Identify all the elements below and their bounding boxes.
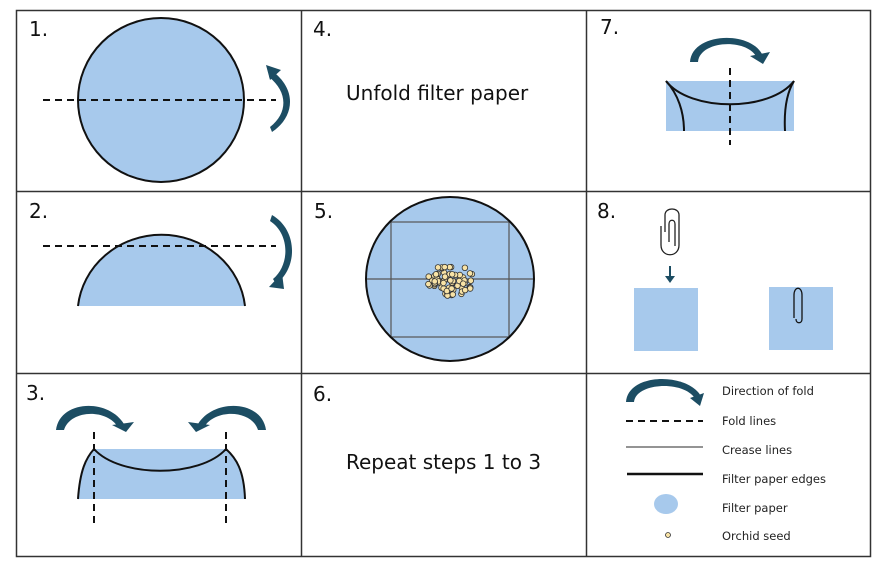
fold-direction-arrow-right-icon (188, 405, 266, 432)
step-6-panel: 6. Repeat steps 1 to 3 (313, 382, 541, 474)
orchid-seed (441, 273, 449, 280)
legend-filter-paper-sample (654, 494, 678, 514)
step-8-number: 8. (597, 199, 616, 223)
orchid-seed (447, 277, 454, 284)
step-8-panel: 8. (597, 199, 833, 351)
filter-paper-edge-left (77, 448, 95, 500)
filter-paper-packet (634, 288, 698, 351)
step-3-panel: 3. (26, 381, 266, 525)
orchid-seed (449, 271, 456, 278)
folded-paper (78, 449, 245, 499)
orchid-seed (431, 278, 438, 285)
legend-label-direction-of-fold: Direction of fold (722, 384, 814, 398)
step-1-number: 1. (29, 17, 48, 41)
step-4-number: 4. (313, 17, 332, 41)
filter-paper-edge (77, 17, 245, 183)
orchid-seed (461, 286, 469, 294)
orchid-seed (440, 279, 447, 287)
orchid-seed (441, 263, 448, 271)
step-1-panel: 1. (29, 17, 290, 183)
step-7-panel: 7. (600, 15, 795, 145)
step-2-number: 2. (29, 199, 48, 223)
step-5-number: 5. (314, 199, 333, 223)
step-4-text: Unfold filter paper (346, 81, 529, 105)
step-5-panel: 5. (314, 196, 535, 362)
orchid-seed (432, 271, 440, 278)
step-6-text: Repeat steps 1 to 3 (346, 450, 541, 474)
grid-border (15, 9, 872, 558)
legend-label-crease-lines: Crease lines (722, 443, 792, 457)
grid (15, 9, 872, 558)
fold-direction-arrow-icon (266, 65, 290, 132)
orchid-seed (466, 270, 474, 277)
orchid-seed (425, 273, 432, 280)
filter-paper-edge-right (783, 80, 795, 132)
down-arrow-icon (665, 266, 675, 283)
legend-fold-arrow-icon (626, 378, 704, 406)
filter-paper-edge (77, 233, 246, 307)
paper-clip-icon (660, 208, 680, 256)
orchid-seed (448, 285, 455, 292)
orchid-seed (449, 291, 456, 298)
legend-label-filter-paper-edges: Filter paper edges (722, 472, 826, 486)
legend-label-fold-lines: Fold lines (722, 414, 776, 428)
fold-direction-arrow-icon (690, 37, 770, 64)
orchid-seed (434, 264, 442, 271)
legend: Direction of fold Fold lines Crease line… (626, 378, 826, 543)
legend-orchid-seed-sample (665, 532, 671, 538)
step-6-number: 6. (313, 382, 332, 406)
filter-paper-edge-right (225, 448, 246, 500)
fold-direction-arrow-left-icon (56, 405, 134, 432)
orchid-seed-cluster (425, 263, 476, 299)
attached-paper-clip-icon (793, 287, 803, 324)
filter-paper-edge-left (665, 80, 685, 132)
half-circle-paper (78, 234, 245, 306)
orchid-seed (425, 280, 432, 288)
filter-paper-edge-curve (93, 448, 227, 472)
orchid-seed (467, 277, 474, 284)
step-2-panel: 2. (29, 199, 293, 307)
orchid-seed (460, 280, 467, 287)
legend-label-filter-paper: Filter paper (722, 501, 788, 515)
filter-paper-edge (365, 196, 535, 362)
step-3-number: 3. (26, 381, 45, 405)
step-7-number: 7. (600, 15, 619, 39)
clipped-filter-paper-packet (769, 287, 833, 350)
step-4-panel: 4. Unfold filter paper (313, 17, 529, 105)
filter-paper-circle (78, 18, 244, 182)
legend-label-orchid-seed: Orchid seed (722, 529, 791, 543)
fold-direction-arrow-icon (269, 215, 293, 289)
orchid-seed (461, 264, 469, 271)
